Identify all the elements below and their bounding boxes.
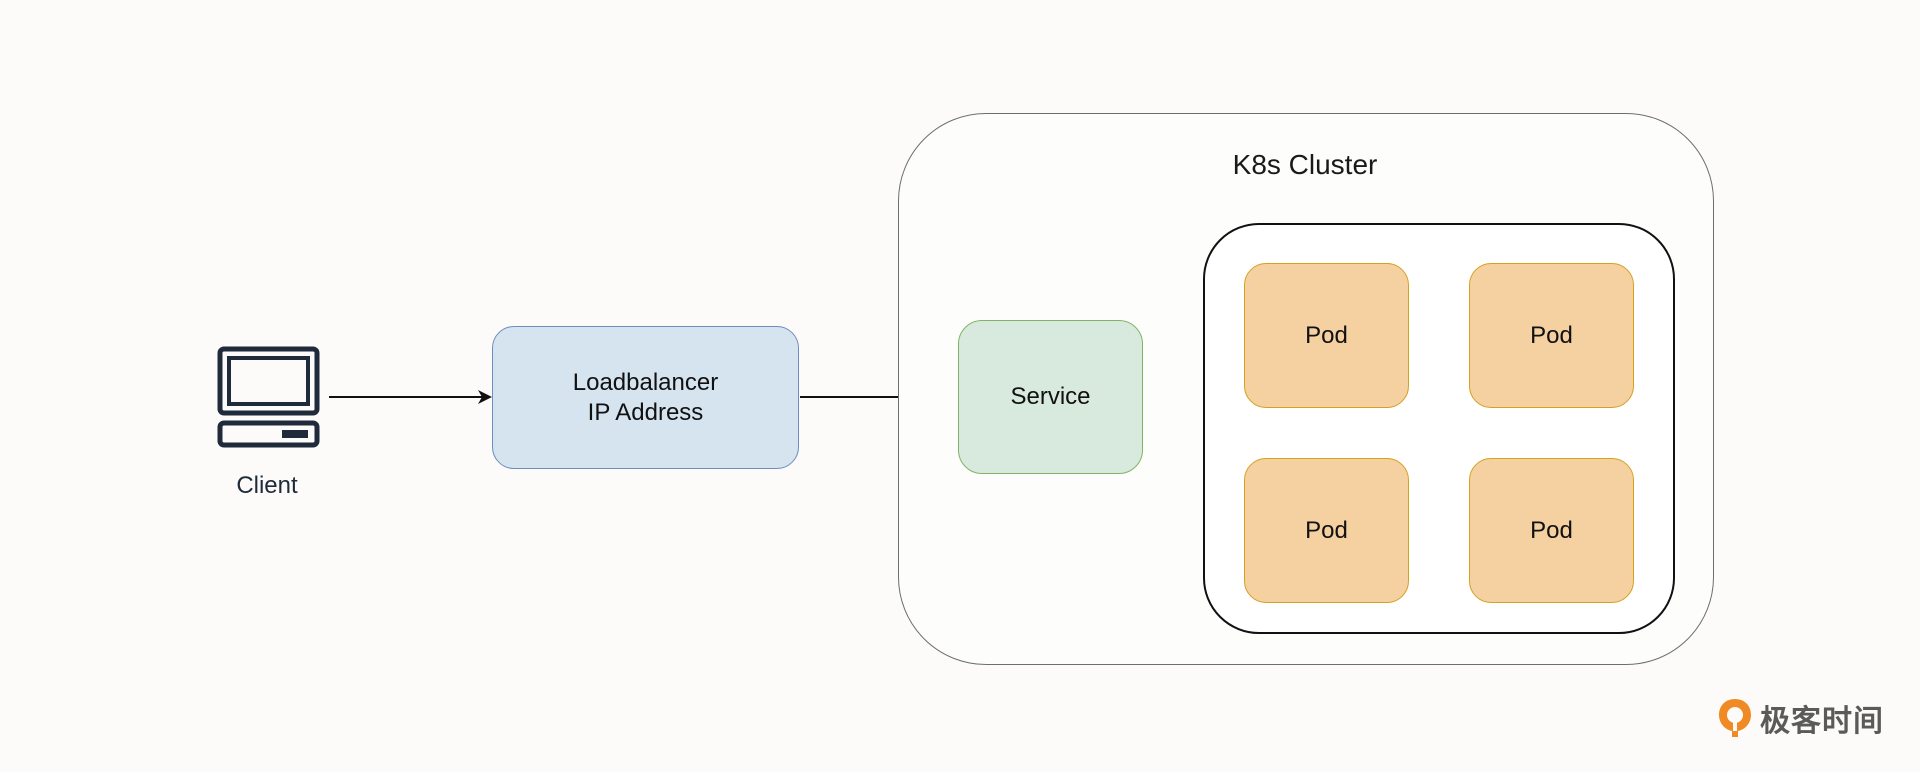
client-label: Client	[236, 472, 298, 499]
computer-icon	[217, 346, 320, 448]
pod-label: Pod	[1305, 321, 1348, 349]
pod-box: Pod	[1244, 263, 1409, 408]
watermark-text: 极客时间	[1760, 704, 1884, 739]
pod-box: Pod	[1469, 458, 1634, 603]
loadbalancer-label-line1: Loadbalancer	[572, 368, 719, 396]
client-node	[200, 340, 334, 470]
service-box: Service	[958, 320, 1143, 474]
pod-box: Pod	[1469, 263, 1634, 408]
service-label: Service	[1010, 383, 1091, 410]
watermark: 极客时间	[1716, 696, 1884, 740]
pod-label: Pod	[1530, 321, 1573, 349]
geektime-logo-icon	[1719, 699, 1751, 737]
pod-box: Pod	[1244, 458, 1409, 603]
pod-label: Pod	[1530, 516, 1573, 544]
pod-label: Pod	[1305, 516, 1348, 544]
loadbalancer-box: Loadbalancer IP Address	[492, 326, 799, 469]
cluster-title: K8s Cluster	[1232, 149, 1378, 180]
loadbalancer-label-line2: IP Address	[587, 398, 704, 426]
